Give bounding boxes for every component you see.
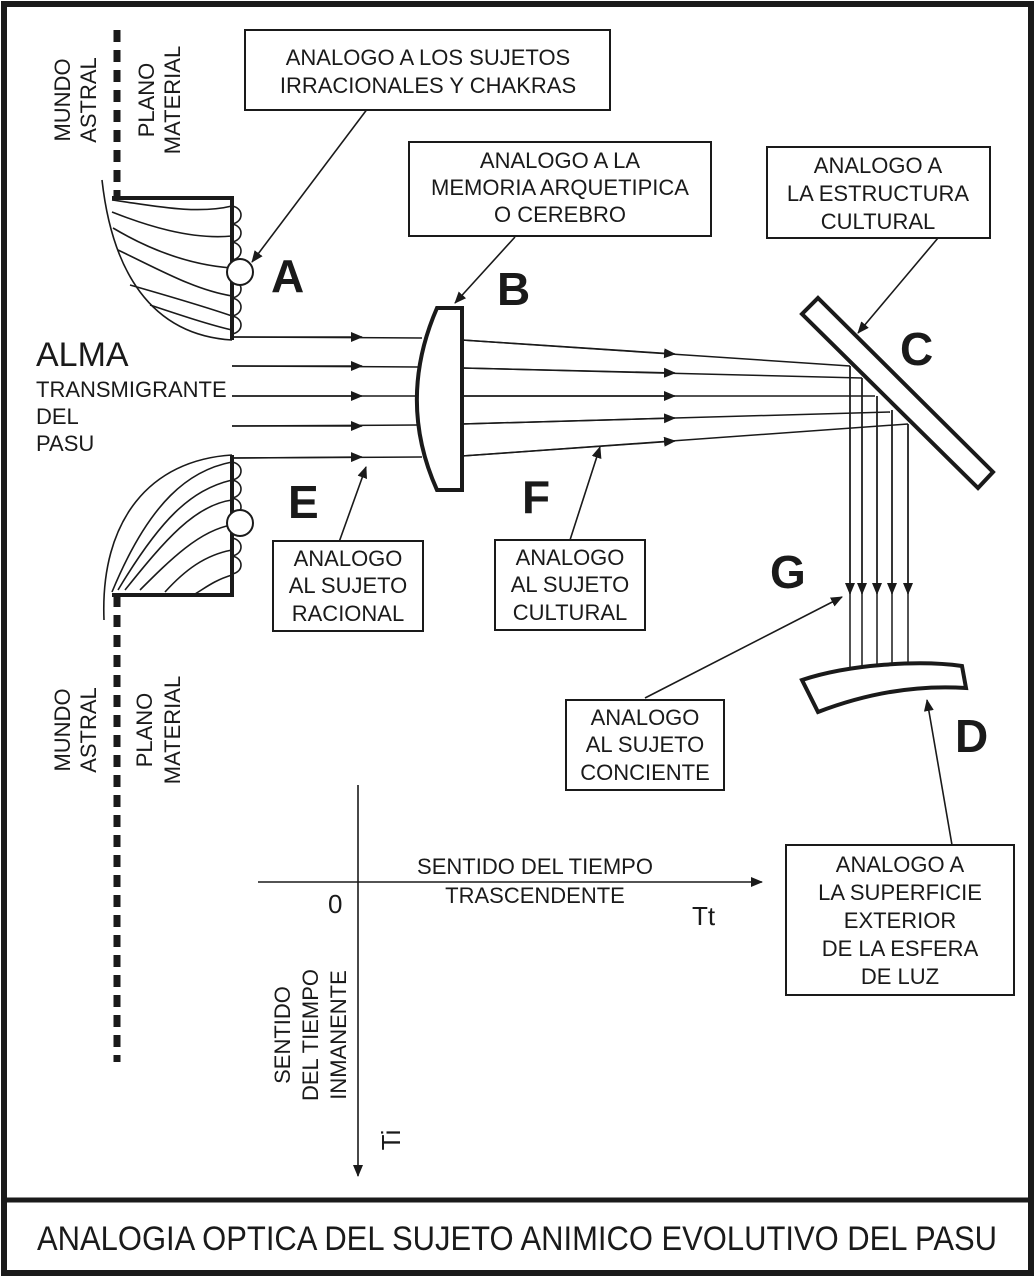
box-c-line-2: LA ESTRUCTURA [787,181,969,206]
box-e-line-3: RACIONAL [292,601,404,626]
box-a [244,29,611,111]
box-e-line-1: ANALOGO [294,546,403,571]
box-d-line-1: ANALOGO A [836,852,965,877]
box-f [494,539,646,631]
alma-line-4: PASU [36,431,94,456]
box-d-line-3: EXTERIOR [844,908,956,933]
bottom-plano: PLANO [132,693,157,768]
pointer-f [569,446,602,541]
letter-b: B [497,263,530,315]
box-c-line-1: ANALOGO A [814,153,943,178]
pointer-e [337,466,367,546]
box-g-line-2: AL SUJETO [586,732,705,757]
letter-f: F [522,471,550,523]
axis-y-label-3: INMANENTE [326,970,351,1100]
pointer-c [857,237,939,334]
axis-y-label-1: SENTIDO [270,986,295,1084]
top-material: MATERIAL [160,46,185,154]
letter-g: G [770,546,806,598]
box-d [785,844,1015,996]
box-g-line-3: CONCIENTE [580,760,710,785]
letter-e: E [288,476,319,528]
box-b [408,141,712,237]
box-d-line-4: DE LA ESFERA [822,936,979,961]
mirror-c [799,295,996,491]
box-b-line-1: ANALOGO A LA [480,148,641,173]
top-plano: PLANO [134,63,159,138]
box-a-line-1: ANALOGO A LOS SUJETOS [286,45,570,70]
pointer-d [923,699,953,846]
lower-chakra-structure [103,454,254,621]
bottom-mundo: MUNDO [50,688,75,771]
letter-d: D [955,710,988,762]
mirror-d [799,661,969,715]
alma-line-3: DEL [36,404,79,429]
box-a-line-2: IRRACIONALES Y CHAKRAS [280,73,576,98]
box-g-line-1: ANALOGO [591,705,700,730]
box-d-line-2: LA SUPERFICIE [818,880,982,905]
axis-y-symbol: Ti [376,1130,406,1151]
top-astral: ASTRAL [76,57,101,143]
axis-x-label-2: TRASCENDENTE [445,883,625,908]
pointer-a [251,107,369,263]
axis-x-symbol: Tt [692,901,716,931]
alma-line-1: ALMA [36,336,129,374]
axis-y-label-2: DEL TIEMPO [298,969,323,1101]
diagram-title: ANALOGIA OPTICA DEL SUJETO ANIMICO EVOLU… [37,1220,997,1258]
alma-line-2: TRANSMIGRANTE [36,377,227,402]
bottom-material: MATERIAL [160,676,185,784]
axis-x-label-1: SENTIDO DEL TIEMPO [417,854,653,879]
box-f-line-3: CULTURAL [513,600,628,625]
box-e-line-2: AL SUJETO [289,573,408,598]
box-c-line-3: CULTURAL [821,209,936,234]
pointer-g [644,596,843,699]
letter-c: C [900,323,933,375]
box-b-line-2: MEMORIA ARQUETIPICA [431,175,689,200]
letter-a: A [271,250,304,302]
light-rays [231,332,913,680]
axis-origin: 0 [328,889,342,919]
upper-chakra-structure [101,179,254,341]
pointer-b [454,236,516,304]
box-f-line-2: AL SUJETO [511,572,630,597]
box-d-line-5: DE LUZ [861,964,939,989]
box-f-line-1: ANALOGO [516,545,625,570]
box-e [272,540,424,632]
lens-b [414,306,464,492]
bottom-astral: ASTRAL [76,687,101,773]
top-mundo: MUNDO [50,58,75,141]
box-g [565,699,725,791]
box-b-line-3: O CEREBRO [494,202,626,227]
box-c [766,146,991,239]
